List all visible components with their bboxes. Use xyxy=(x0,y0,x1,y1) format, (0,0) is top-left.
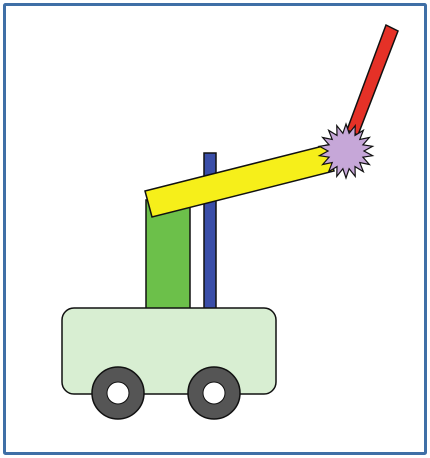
left-wheel xyxy=(92,367,144,419)
right-wheel xyxy=(188,367,240,419)
